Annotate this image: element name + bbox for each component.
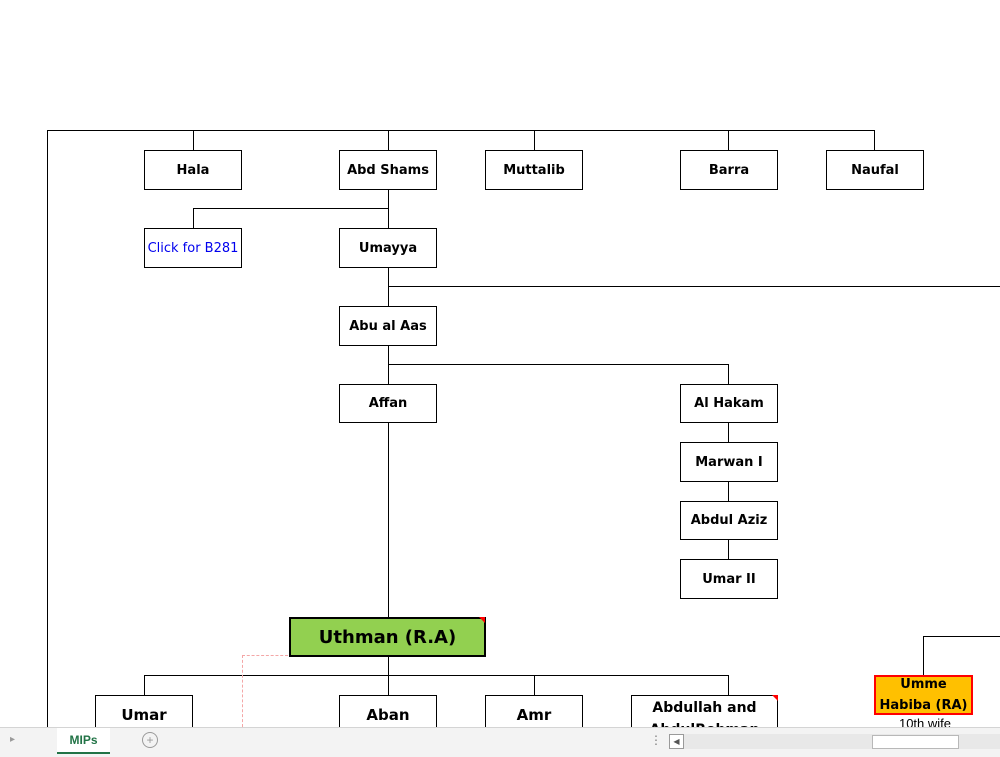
connector-wife-right: [923, 636, 1000, 637]
connector-hakam-drop: [728, 364, 729, 384]
connector-link: [193, 208, 194, 228]
connector-hakam-marwan: [728, 422, 729, 442]
node-uthman[interactable]: Uthman (R.A): [289, 617, 486, 657]
node-abu-al-aas[interactable]: Abu al Aas: [339, 306, 437, 346]
connector-naufal: [874, 130, 875, 150]
node-naufal[interactable]: Naufal: [826, 150, 924, 190]
node-al-hakam[interactable]: Al Hakam: [680, 384, 778, 423]
sheet-tab-bar: ▸ MIPs + ⋮ ◀: [0, 727, 1000, 757]
connector-link-branch: [193, 208, 388, 209]
node-marwan-i[interactable]: Marwan I: [680, 442, 778, 482]
connector-wife: [923, 636, 924, 675]
connector-abd-shams: [388, 130, 389, 150]
node-umar-ii[interactable]: Umar II: [680, 559, 778, 599]
connector-child-amr: [534, 675, 535, 695]
connector-barra: [728, 130, 729, 150]
node-abd-shams[interactable]: Abd Shams: [339, 150, 437, 190]
connector-child-umar: [144, 675, 145, 695]
node-hala[interactable]: Hala: [144, 150, 242, 190]
connector-uthman-down: [388, 656, 389, 676]
connector-aziz-umar: [728, 539, 729, 559]
scroll-left-icon[interactable]: ◀: [669, 734, 684, 749]
link-b281[interactable]: Click for B281: [144, 228, 242, 268]
connector-marwan-aziz: [728, 481, 729, 501]
connector-hala: [193, 130, 194, 150]
node-abdullah-abdulrehman[interactable]: Abdullah and AbdulRehman: [631, 695, 778, 727]
node-muttalib[interactable]: Muttalib: [485, 150, 583, 190]
connector-umayya-right: [388, 286, 1000, 287]
node-abdul-aziz[interactable]: Abdul Aziz: [680, 501, 778, 540]
selection-dash-left: [242, 655, 243, 727]
connector-child-aban: [388, 675, 389, 695]
node-barra[interactable]: Barra: [680, 150, 778, 190]
connector-affan-uthman: [388, 422, 389, 617]
node-amr[interactable]: Amr: [485, 695, 583, 727]
selection-dash-top: [242, 655, 288, 656]
sheet-tab-mips[interactable]: MIPs: [57, 728, 110, 754]
node-umme-habiba[interactable]: Umme Habiba (RA): [874, 675, 973, 715]
left-connector: [47, 130, 48, 727]
comment-indicator-icon: [479, 617, 485, 623]
wife-note: 10th wife: [898, 716, 952, 727]
connector-muttalib: [534, 130, 535, 150]
comment-indicator-icon: [772, 695, 778, 701]
splitter-dots-icon[interactable]: ⋮: [650, 733, 662, 747]
plus-circle-icon[interactable]: +: [142, 732, 158, 748]
top-connector: [47, 130, 875, 131]
node-aban[interactable]: Aban: [339, 695, 437, 727]
scrollbar-thumb[interactable]: [872, 735, 959, 749]
connector-child-abdullah: [728, 675, 729, 695]
caret-right-icon[interactable]: ▸: [10, 734, 16, 745]
connector-children: [144, 675, 729, 676]
node-umayya[interactable]: Umayya: [339, 228, 437, 268]
family-tree-canvas: Hala Abd Shams Muttalib Barra Naufal Cli…: [47, 130, 1000, 727]
connector-abu-hakam: [388, 364, 729, 365]
connector-abd-shams-umayya: [388, 189, 389, 228]
node-affan[interactable]: Affan: [339, 384, 437, 423]
node-umar[interactable]: Umar: [95, 695, 193, 727]
